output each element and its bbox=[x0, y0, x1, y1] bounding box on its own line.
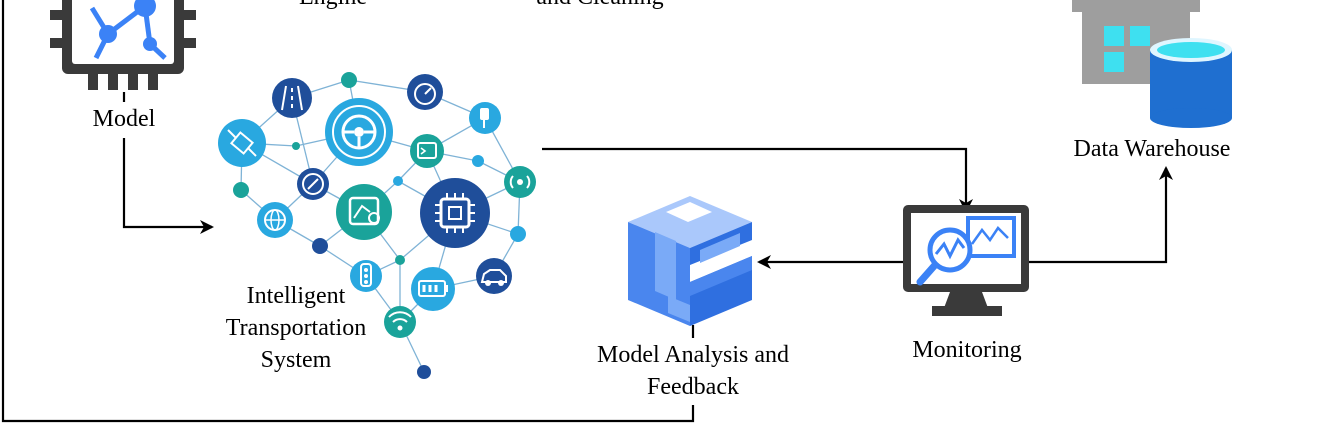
data-warehouse-icon bbox=[1072, 0, 1232, 128]
analysis-label-line2: Feedback bbox=[647, 374, 739, 400]
connectors bbox=[1, 0, 1173, 423]
model-label: Model bbox=[92, 106, 156, 132]
its-label-line3: System bbox=[260, 347, 332, 373]
brain-network-icon bbox=[218, 72, 536, 379]
globe-node-icon bbox=[257, 202, 293, 238]
arrow-its-to-monitoring bbox=[542, 147, 973, 213]
its-label-line1: Intelligent bbox=[246, 283, 346, 309]
ai-chip-icon bbox=[50, 0, 196, 90]
steering-node-icon bbox=[325, 98, 393, 166]
signal-node-icon bbox=[504, 166, 536, 198]
arrow-monitoring-to-warehouse bbox=[1029, 166, 1173, 264]
chip-node-icon bbox=[420, 178, 490, 248]
analysis-cube-icon bbox=[628, 196, 752, 326]
monitoring-label: Monitoring bbox=[912, 337, 1022, 363]
battery-node-icon bbox=[411, 267, 455, 311]
route-node-icon bbox=[336, 184, 392, 240]
terminal-node-icon bbox=[410, 134, 444, 168]
electric-car-node-icon bbox=[476, 258, 512, 294]
traffic-light-node-icon bbox=[350, 260, 382, 292]
top-cut-label-right: and Cleaning bbox=[500, 0, 700, 13]
satellite-node-icon bbox=[218, 119, 266, 167]
road-node-icon bbox=[272, 78, 312, 118]
arrow-model-to-its bbox=[122, 138, 214, 234]
feedback-loop-line bbox=[1, 0, 695, 423]
wifi-node-icon bbox=[384, 306, 416, 338]
warehouse-label: Data Warehouse bbox=[1073, 136, 1231, 162]
monitoring-display-icon bbox=[903, 205, 1029, 316]
key-node-icon bbox=[469, 102, 501, 134]
analysis-label-line1: Model Analysis and bbox=[597, 342, 789, 368]
its-label-line2: Transportation bbox=[225, 315, 367, 341]
gauge-node-icon bbox=[407, 74, 443, 110]
compass-node-icon bbox=[297, 168, 329, 200]
top-cut-label-left: Engine bbox=[268, 0, 398, 13]
